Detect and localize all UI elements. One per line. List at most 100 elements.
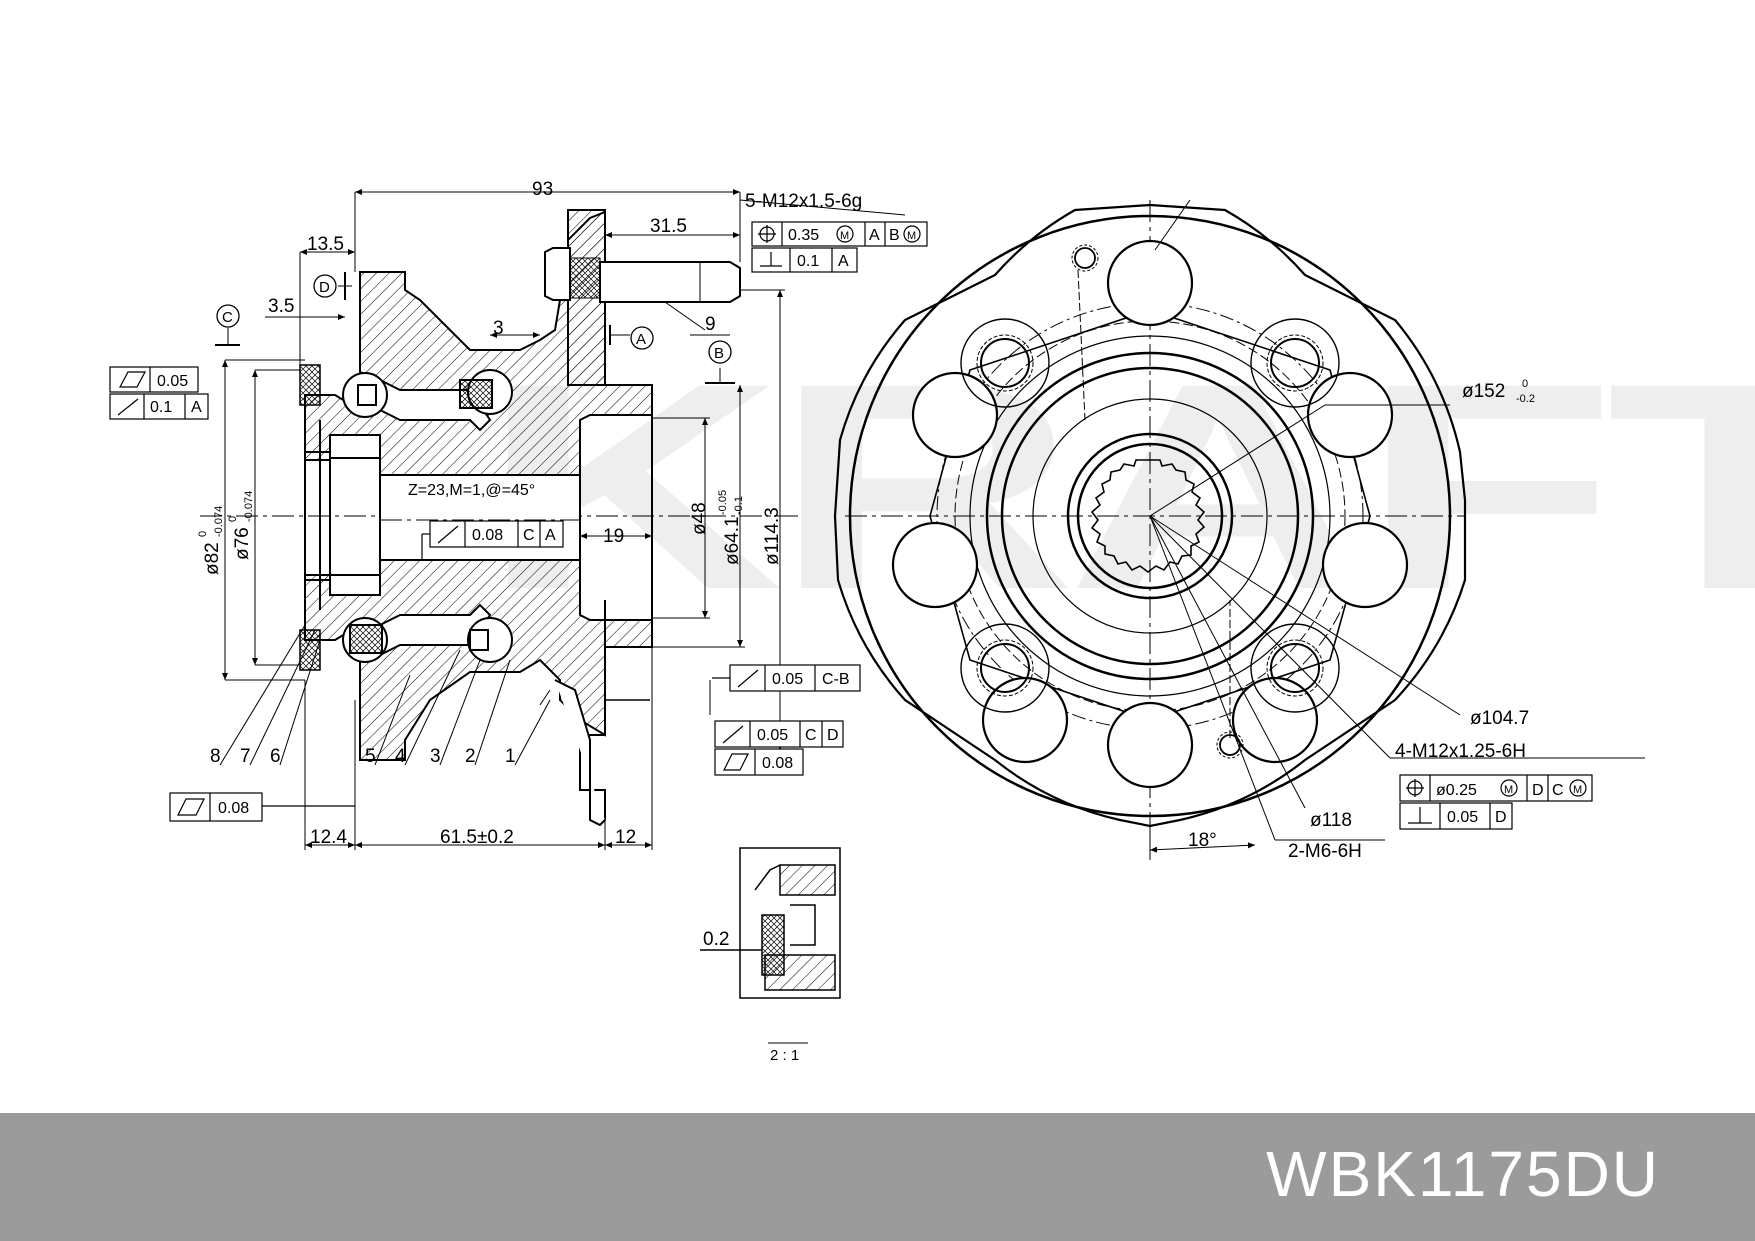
svg-text:0.08: 0.08 bbox=[472, 527, 503, 544]
svg-text:0: 0 bbox=[227, 516, 239, 522]
svg-text:C: C bbox=[222, 309, 233, 326]
svg-text:0.1: 0.1 bbox=[797, 253, 819, 270]
watermark: KRAFT bbox=[480, 322, 1755, 650]
svg-text:C-B: C-B bbox=[822, 671, 850, 688]
svg-text:A: A bbox=[636, 331, 646, 348]
svg-text:ø152: ø152 bbox=[1462, 381, 1505, 402]
fcf-flange-runout: 0.05 C D bbox=[714, 720, 844, 748]
svg-text:C: C bbox=[805, 727, 817, 744]
dia-82-label: ø82 0 -0.074 bbox=[197, 506, 225, 575]
front-labels: ø152 0 -0.2 ø104.7 4-M12x1.25-6H ø118 2-… bbox=[1188, 378, 1535, 862]
seal-detail-view: 2 : 1 bbox=[700, 847, 841, 1064]
svg-text:0.35: 0.35 bbox=[788, 227, 819, 244]
balloon-2: 2 bbox=[465, 746, 476, 767]
svg-text:ø0.25: ø0.25 bbox=[1436, 782, 1477, 799]
svg-text:D: D bbox=[319, 279, 330, 296]
svg-text:C: C bbox=[523, 527, 535, 544]
svg-text:ø82: ø82 bbox=[202, 542, 223, 575]
svg-text:-0.074: -0.074 bbox=[243, 491, 255, 522]
balloon-3: 3 bbox=[430, 746, 441, 767]
datum-d: D bbox=[313, 274, 337, 298]
svg-text:D: D bbox=[1532, 782, 1544, 799]
svg-text:-0.074: -0.074 bbox=[213, 506, 225, 537]
svg-text:A: A bbox=[869, 227, 880, 244]
balloon-7: 7 bbox=[240, 746, 251, 767]
wheel-stud bbox=[544, 247, 571, 301]
svg-text:0.08: 0.08 bbox=[762, 755, 793, 772]
balloon-8: 8 bbox=[210, 746, 221, 767]
dia-76-label: ø76 0 -0.074 bbox=[227, 491, 255, 560]
svg-text:A: A bbox=[191, 399, 202, 416]
svg-text:-0.05: -0.05 bbox=[717, 490, 729, 515]
thread-4-label: 4-M12x1.25-6H bbox=[1395, 741, 1526, 762]
part-number: WBK1175DU bbox=[1266, 1138, 1660, 1210]
fcf-flange-flat: 0.08 bbox=[714, 748, 804, 776]
svg-text:M: M bbox=[1573, 784, 1582, 796]
dim-12: 12 bbox=[615, 827, 636, 848]
balloon-9: 9 bbox=[705, 314, 716, 335]
svg-text:D: D bbox=[827, 727, 839, 744]
fcf-left-runout: 0.1 A bbox=[109, 393, 209, 420]
balloon-6: 6 bbox=[270, 746, 281, 767]
svg-text:0: 0 bbox=[1522, 378, 1528, 390]
balloon-4: 4 bbox=[395, 746, 406, 767]
svg-text:M: M bbox=[907, 230, 916, 242]
dim-stud-length: 31.5 bbox=[650, 216, 687, 237]
svg-text:ø48: ø48 bbox=[689, 502, 710, 535]
balloon-5: 5 bbox=[365, 746, 376, 767]
fcf-thread-perp: 0.05 D bbox=[1399, 802, 1513, 830]
dim-12-4: 12.4 bbox=[310, 827, 347, 848]
fcf-bottom-flat: 0.08 bbox=[169, 792, 355, 822]
dim-13-5: 13.5 bbox=[307, 234, 344, 255]
dim-0-2: 0.2 bbox=[703, 929, 729, 950]
svg-text:0.05: 0.05 bbox=[757, 727, 788, 744]
svg-text:0.05: 0.05 bbox=[157, 373, 188, 390]
datum-b: B bbox=[708, 340, 732, 364]
svg-text:M: M bbox=[1504, 784, 1513, 796]
dia-152-label: ø152 0 -0.2 bbox=[1462, 378, 1535, 405]
dim-19: 19 bbox=[603, 526, 624, 547]
front-view bbox=[833, 200, 1467, 860]
svg-text:B: B bbox=[714, 345, 724, 362]
svg-text:0.08: 0.08 bbox=[218, 800, 249, 817]
svg-text:ø114.3: ø114.3 bbox=[762, 507, 783, 565]
dim-61-5: 61.5±0.2 bbox=[440, 827, 514, 848]
dia-104-7-label: ø104.7 bbox=[1470, 708, 1529, 729]
dim-3: 3 bbox=[493, 318, 504, 339]
svg-text:C: C bbox=[1552, 782, 1564, 799]
fcf-stud-perp: 0.1 A bbox=[751, 247, 858, 273]
spline-note: Z=23,M=1,@=45° bbox=[408, 482, 535, 499]
balloon-1: 1 bbox=[505, 746, 516, 767]
tolerance-frames: 0.35 M A B M 0.1 A 0.05 0.1 A bbox=[109, 221, 1593, 830]
fcf-left-flat: 0.05 bbox=[109, 366, 199, 393]
dia-118-label: ø118 bbox=[1310, 810, 1352, 831]
svg-text:A: A bbox=[545, 527, 556, 544]
dia-114-3-label: ø114.3 bbox=[762, 507, 783, 565]
front-annotations bbox=[1077, 199, 1645, 860]
svg-text:0.05: 0.05 bbox=[772, 671, 803, 688]
flange-outline bbox=[833, 203, 1467, 828]
fcf-pilot-runout: 0.05 C-B bbox=[712, 664, 861, 692]
detail-scale: 2 : 1 bbox=[770, 1047, 799, 1064]
svg-text:A: A bbox=[838, 253, 849, 270]
svg-text:ø64.1: ø64.1 bbox=[722, 516, 743, 565]
section-view bbox=[200, 209, 800, 827]
footer-bar: WBK1175DU bbox=[0, 1113, 1755, 1241]
dim-3-5: 3.5 bbox=[268, 296, 294, 317]
svg-text:ø76: ø76 bbox=[232, 527, 253, 560]
thread-2-label: 2-M6-6H bbox=[1288, 841, 1362, 862]
flange-thread-note: 5-M12x1.5-6g bbox=[745, 191, 862, 212]
datum-c: C bbox=[216, 304, 240, 328]
angle-18-label: 18° bbox=[1188, 830, 1217, 851]
fcf-thread-position: ø0.25 M D C M bbox=[1399, 774, 1593, 802]
dia-48-label: ø48 bbox=[689, 502, 710, 535]
fcf-spline-runout: 0.08 C A bbox=[421, 520, 564, 560]
svg-text:0.05: 0.05 bbox=[1447, 809, 1478, 826]
svg-text:-0.1: -0.1 bbox=[733, 496, 745, 515]
svg-text:B: B bbox=[889, 227, 900, 244]
svg-text:0.1: 0.1 bbox=[150, 399, 172, 416]
svg-text:M: M bbox=[840, 230, 849, 242]
svg-text:0: 0 bbox=[197, 531, 209, 537]
dim-overall-length: 93 bbox=[532, 179, 553, 200]
